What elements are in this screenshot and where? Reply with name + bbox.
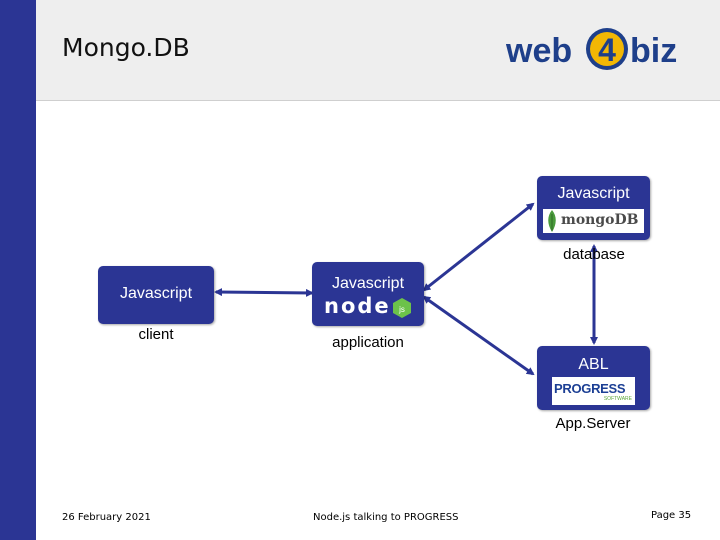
- appserver-caption: App.Server: [555, 415, 631, 432]
- abl-box: ABL PROGRESS SOFTWARE: [537, 346, 650, 410]
- node-box-label: Javascript: [331, 275, 405, 292]
- abl-box-label: ABL: [578, 356, 609, 373]
- logo-text-left: web: [506, 32, 572, 70]
- progress-logo: PROGRESS SOFTWARE: [552, 377, 635, 405]
- footer-page-number: Page 35: [651, 510, 692, 521]
- application-caption: application: [332, 334, 404, 351]
- web4biz-logo: web 4 biz: [506, 28, 677, 70]
- nodejs-logo: node js: [324, 294, 414, 320]
- client-box-label: Javascript: [119, 285, 193, 302]
- mongodb-box-label: Javascript: [557, 185, 630, 202]
- footer-date: 26 February 2021: [62, 512, 151, 523]
- mongodb-logo: mongoDB: [543, 209, 644, 233]
- progress-logo-text: PROGRESS: [554, 381, 626, 396]
- nodejs-hexagon-icon: js: [393, 298, 411, 318]
- logo-digit: 4: [598, 32, 616, 68]
- arrow-node-mongo: [422, 202, 535, 292]
- mongodb-logo-text: mongoDB: [561, 212, 639, 228]
- progress-logo-subtext: SOFTWARE: [603, 396, 632, 402]
- client-box: Javascript: [98, 266, 214, 324]
- nodejs-logo-text: node: [324, 294, 391, 318]
- left-sidebar-bar: [0, 0, 36, 540]
- svg-text:js: js: [398, 305, 405, 314]
- slide-header: Mongo.DB web 4 biz: [36, 0, 720, 101]
- logo-text-right: biz: [630, 32, 677, 70]
- client-caption: client: [138, 326, 174, 343]
- arrow-node-abl: [422, 295, 535, 376]
- slide-title: Mongo.DB: [62, 33, 190, 62]
- mongodb-box: Javascript mongoDB: [537, 176, 650, 240]
- database-caption: database: [563, 246, 625, 263]
- node-box: Javascript node js: [312, 262, 424, 326]
- arrow-client-node: [214, 288, 314, 297]
- mongodb-leaf-icon: [548, 210, 556, 232]
- footer-center-text: Node.js talking to PROGRESS: [313, 512, 459, 523]
